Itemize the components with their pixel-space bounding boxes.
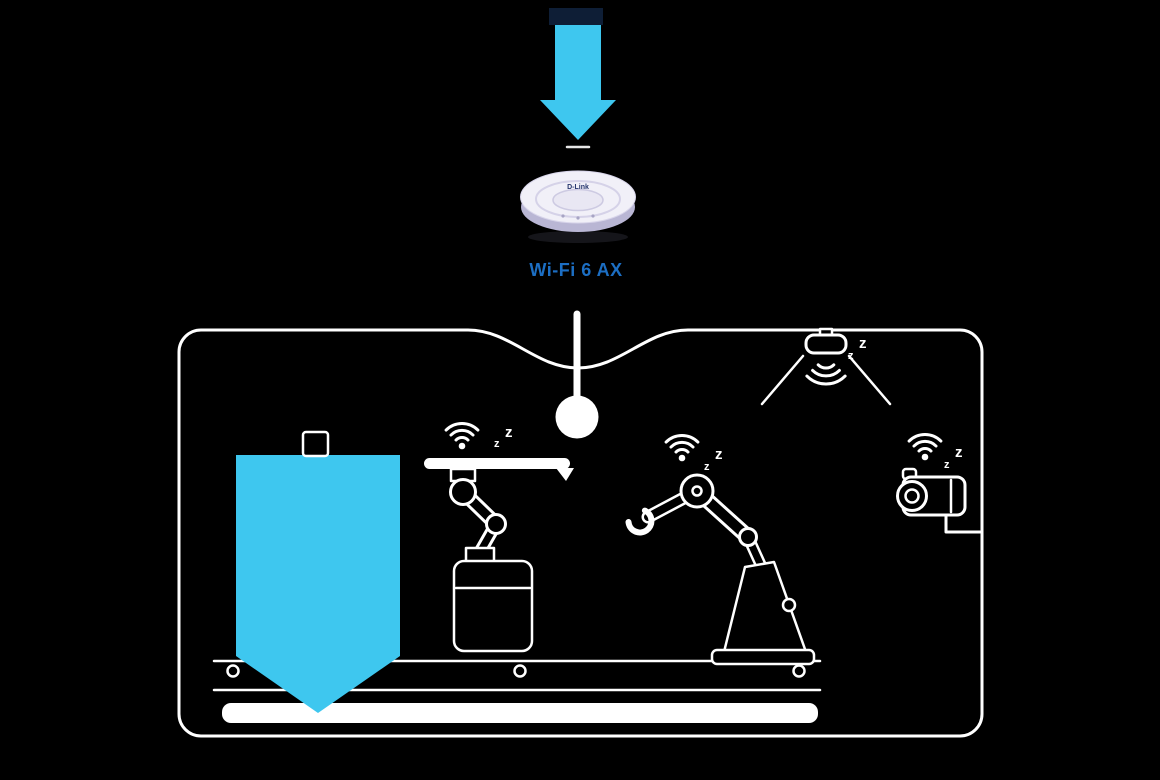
robot-shoulder-hub [691, 485, 703, 497]
robot-joint [449, 478, 477, 506]
conveyor-roller [226, 664, 240, 678]
wifi-access-point-device: D-Link [520, 170, 636, 243]
wifi-icon-robot-right: z z [664, 434, 723, 473]
wifi-arc [664, 434, 700, 444]
wifi-arc [454, 436, 470, 442]
robot-arm-right [625, 473, 816, 666]
hopper-body [236, 455, 400, 713]
wifi-icon-robot-left: z z [444, 422, 513, 450]
hopper [236, 430, 400, 713]
sensor-wave-icon [811, 368, 841, 378]
factory-room: z z z z [177, 310, 984, 738]
ceiling-motion-sensor: z z [760, 327, 892, 406]
device-led [576, 216, 580, 220]
sensor-wave-icon [816, 363, 836, 370]
wifi-arc [907, 433, 943, 443]
down-arrow-icon [540, 25, 616, 140]
hopper-cap [301, 430, 330, 458]
robot-base-pivot [781, 597, 797, 613]
device-inner-plate [552, 188, 604, 212]
conveyor-roller [792, 664, 806, 678]
sleep-z-icon: z [848, 350, 854, 362]
lamp-bulb [555, 395, 599, 439]
sleep-z-icon: z [955, 444, 963, 461]
sensor-body [804, 333, 848, 355]
wifi-arc [444, 422, 480, 432]
sleep-z-icon: z [715, 446, 723, 463]
wifi-dot [678, 454, 686, 462]
room-outline [177, 328, 984, 738]
sleep-z-icon: z [859, 335, 867, 352]
wifi-arc [912, 439, 938, 448]
robot-base-body [452, 559, 534, 653]
sensor-beam-left [760, 354, 805, 406]
robot-rail-bar [424, 458, 570, 469]
wifi-arc [669, 440, 695, 449]
robot-joint [485, 513, 507, 535]
wifi-arc [449, 428, 475, 437]
camera-lens-inner [904, 488, 920, 504]
sleep-z-icon: z [505, 424, 513, 441]
sensor-wave-icon [805, 374, 847, 386]
hero-section: D-Link Wi-Fi 6 AX [520, 8, 636, 280]
robot-arm-left [424, 458, 574, 653]
device-shadow [528, 231, 628, 243]
sleep-z-icon: z [944, 459, 950, 471]
sleep-z-icon: z [704, 461, 710, 473]
top-navy-bar [549, 8, 603, 25]
conveyor-roller [513, 664, 527, 678]
sleep-z-icon: z [494, 438, 500, 450]
sensor-beam-right [847, 354, 892, 406]
wifi6-ax-label: Wi-Fi 6 AX [529, 260, 622, 280]
robot-rail-tip [556, 468, 574, 481]
camera-wall-bracket [944, 513, 982, 534]
device-led [561, 214, 565, 218]
device-led [591, 214, 595, 218]
security-camera [896, 467, 982, 534]
robot-elbow-joint [738, 527, 758, 547]
wifi-dot [921, 453, 929, 461]
robot-base-plate [710, 648, 816, 666]
robot-gripper-claw [625, 507, 655, 536]
wifi-icon-camera: z z [907, 433, 963, 471]
device-logo: D-Link [567, 184, 589, 191]
wifi-dot [458, 442, 466, 450]
wifi-arc [917, 447, 933, 453]
wifi-arc [674, 448, 690, 454]
conveyor-base-platform [222, 703, 818, 723]
pendant-lamp [555, 310, 599, 439]
